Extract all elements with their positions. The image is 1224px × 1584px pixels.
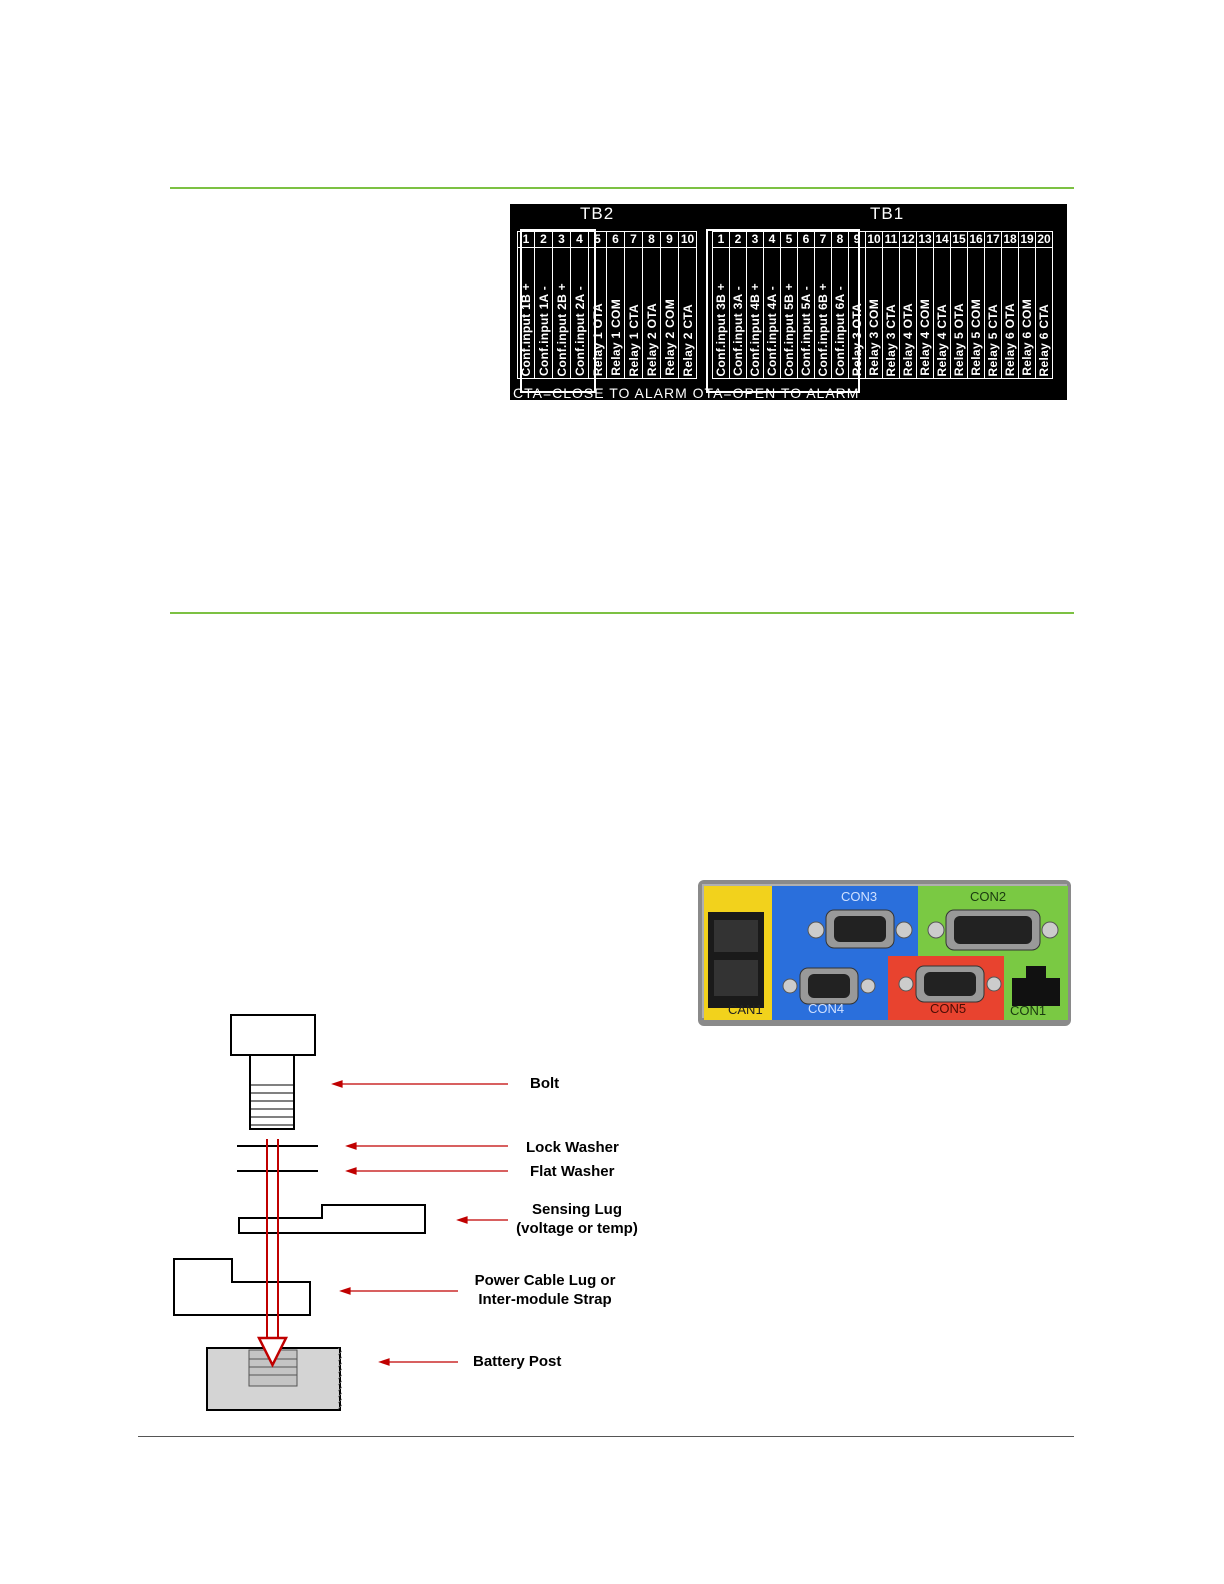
tb2-label-cell: Relay 1 COM — [606, 247, 625, 379]
tb2-input-highlight — [520, 229, 596, 393]
tb1-label-cell: Relay 4 CTA — [933, 247, 951, 379]
tb2-pin-10: 10 — [678, 231, 697, 248]
tb2-terminal-label: Relay 1 CTA — [626, 303, 641, 376]
tb1-title: TB1 — [870, 204, 905, 223]
tb1-pin-12: 12 — [899, 231, 917, 248]
footer-rule — [138, 1436, 1074, 1437]
tb1-pin-11: 11 — [882, 231, 900, 248]
tb2-terminal-label: Relay 2 CTA — [680, 303, 695, 376]
tb1-pin-15: 15 — [950, 231, 968, 248]
tb1-label-cell: Relay 3 COM — [865, 247, 883, 379]
tb1-input-highlight — [706, 229, 860, 393]
flat-washer-callout: Flat Washer — [530, 1163, 615, 1180]
tb2-terminal-label: Relay 1 COM — [608, 299, 623, 376]
sensing-lug-shape — [238, 1204, 426, 1234]
power-lug-shape — [173, 1258, 311, 1316]
can1-label: CAN1 — [728, 1002, 763, 1017]
power-lug-callout-line1: Power Cable Lug or — [474, 1272, 616, 1289]
con5-label: CON5 — [930, 1001, 967, 1016]
con1-label: CON1 — [1010, 1003, 1047, 1018]
tb1-pin-13: 13 — [916, 231, 934, 248]
tb2-title: TB2 — [580, 204, 615, 223]
connector-panel-photo: CAN1 CON3 CON2 CON4 CON5 CON1 — [698, 880, 1071, 1026]
alarm-legend: CTA=CLOSE TO ALARM OTA=OPEN TO ALARM — [513, 385, 860, 400]
battery-post-callout: Battery Post — [473, 1353, 562, 1370]
con4-label: CON4 — [808, 1001, 845, 1016]
tb2-label-cell: Relay 2 OTA — [642, 247, 661, 379]
power-lug-callout: Power Cable Lug or Inter-module Strap — [466, 1271, 624, 1309]
con2-label: CON2 — [970, 889, 1007, 904]
tb1-terminal-label: Relay 5 OTA — [952, 302, 966, 376]
tb1-pin-19: 19 — [1018, 231, 1036, 248]
tb2-pin-6: 6 — [606, 231, 625, 248]
tb1-pin-20: 20 — [1035, 231, 1053, 248]
tb1-pin-3: 3 — [746, 231, 764, 248]
con3-label: CON3 — [841, 889, 878, 904]
tb1-terminal-label: Relay 4 CTA — [935, 303, 949, 376]
section-rule-middle — [170, 612, 1074, 614]
tb2-pin-8: 8 — [642, 231, 661, 248]
connector-panel-graphic — [698, 880, 1071, 1026]
tb2-pin-7: 7 — [624, 231, 643, 248]
sensing-lug-callout-line1: Sensing Lug — [532, 1201, 622, 1218]
tb1-pin-10: 10 — [865, 231, 883, 248]
bolt-stack-diagram: Bolt Lock Washer Flat Washer Sensing Lug… — [160, 1005, 660, 1425]
tb1-terminal-label: Relay 4 OTA — [901, 302, 915, 376]
tb1-label-cell: Relay 6 CTA — [1035, 247, 1053, 379]
assembly-arrow — [256, 1139, 289, 1368]
tb1-pin-14: 14 — [933, 231, 951, 248]
bolt-head — [230, 1014, 316, 1056]
bolt-callout: Bolt — [530, 1075, 560, 1092]
section-rule-top — [170, 187, 1074, 189]
tb1-pin-4: 4 — [763, 231, 781, 248]
tb1-terminal-label: Relay 3 CTA — [884, 303, 898, 376]
lock-washer-callout: Lock Washer — [526, 1139, 619, 1156]
tb1-pin-16: 16 — [967, 231, 985, 248]
tb1-label-cell: Relay 6 OTA — [1001, 247, 1019, 379]
tb2-label-cell: Relay 1 CTA — [624, 247, 643, 379]
tb1-terminal-label: Relay 6 OTA — [1003, 302, 1017, 376]
tb1-terminal-label: Relay 6 COM — [1020, 299, 1034, 376]
tb2-label-cell: Relay 2 CTA — [678, 247, 697, 379]
tb1-terminal-label: Relay 5 COM — [969, 299, 983, 376]
bolt-stack-graphic — [173, 1014, 508, 1411]
bolt-shank — [249, 1054, 295, 1130]
tb1-pin-18: 18 — [1001, 231, 1019, 248]
tb1-pin-17: 17 — [984, 231, 1002, 248]
tb2-label-cell: Relay 2 COM — [660, 247, 679, 379]
tb1-terminal-label: Relay 5 CTA — [986, 303, 1000, 376]
tb1-label-cell: Relay 5 COM — [967, 247, 985, 379]
sensing-lug-callout-line2: (voltage or temp) — [516, 1220, 638, 1237]
tb2-terminal-label: Relay 2 COM — [662, 299, 677, 376]
tb1-label-cell: Relay 3 CTA — [882, 247, 900, 379]
tb1-label-cell: Relay 5 OTA — [950, 247, 968, 379]
tb1-pin-9: 9 — [848, 231, 866, 248]
tb1-terminal-label: Relay 3 COM — [867, 299, 881, 376]
tb2-terminal-label: Relay 2 OTA — [644, 302, 659, 376]
tb1-terminal-label: Relay 6 CTA — [1037, 303, 1051, 376]
tb1-label-cell: Relay 4 COM — [916, 247, 934, 379]
tb1-label-cell: Relay 4 OTA — [899, 247, 917, 379]
tb1-label-cell: Relay 5 CTA — [984, 247, 1002, 379]
power-lug-callout-line2: Inter-module Strap — [478, 1291, 612, 1308]
sensing-lug-callout: Sensing Lug (voltage or temp) — [512, 1200, 642, 1238]
tb2-pin-4: 4 — [570, 231, 589, 248]
tb1-label-cell: Relay 6 COM — [1018, 247, 1036, 379]
tb1-terminal-label: Relay 4 COM — [918, 299, 932, 376]
tb2-pin-9: 9 — [660, 231, 679, 248]
